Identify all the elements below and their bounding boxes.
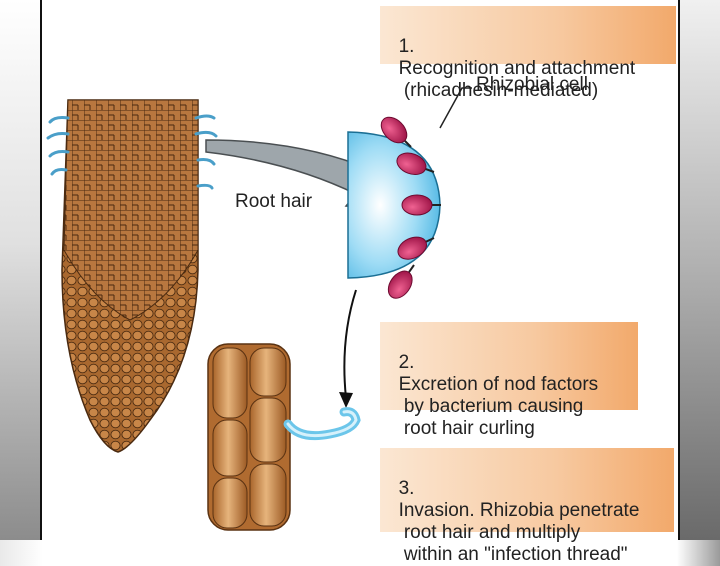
step-2-box: 2. Excretion of nod factors by bacterium… [380, 322, 638, 439]
infection-view [207, 343, 361, 531]
diagram-artwork [46, 87, 472, 531]
root-hair-label: Root hair [235, 191, 313, 212]
root-tip [61, 99, 199, 453]
rhizobial-cell-label: Rhizobial cell [476, 74, 588, 95]
rhizobial-cells [380, 116, 441, 299]
rhizobial-cell-leader [439, 87, 472, 129]
step-1-number: 1. [398, 36, 415, 57]
right-background-edge [680, 0, 720, 540]
left-background-edge [0, 0, 40, 540]
step-arrow [339, 289, 357, 408]
step-3-number: 3. [398, 478, 415, 499]
root-hairs [46, 114, 218, 190]
step-1-box: 1. Recognition and attachment (rhicadhes… [380, 6, 676, 101]
step-2-text: Excretion of nod factors by bacterium ca… [398, 374, 599, 439]
step-3-box: 3. Invasion. Rhizobia penetrate root hai… [380, 448, 674, 565]
step-1-text: Recognition and attachment (rhicadhesin-… [398, 58, 636, 101]
step-2-number: 2. [398, 352, 415, 373]
